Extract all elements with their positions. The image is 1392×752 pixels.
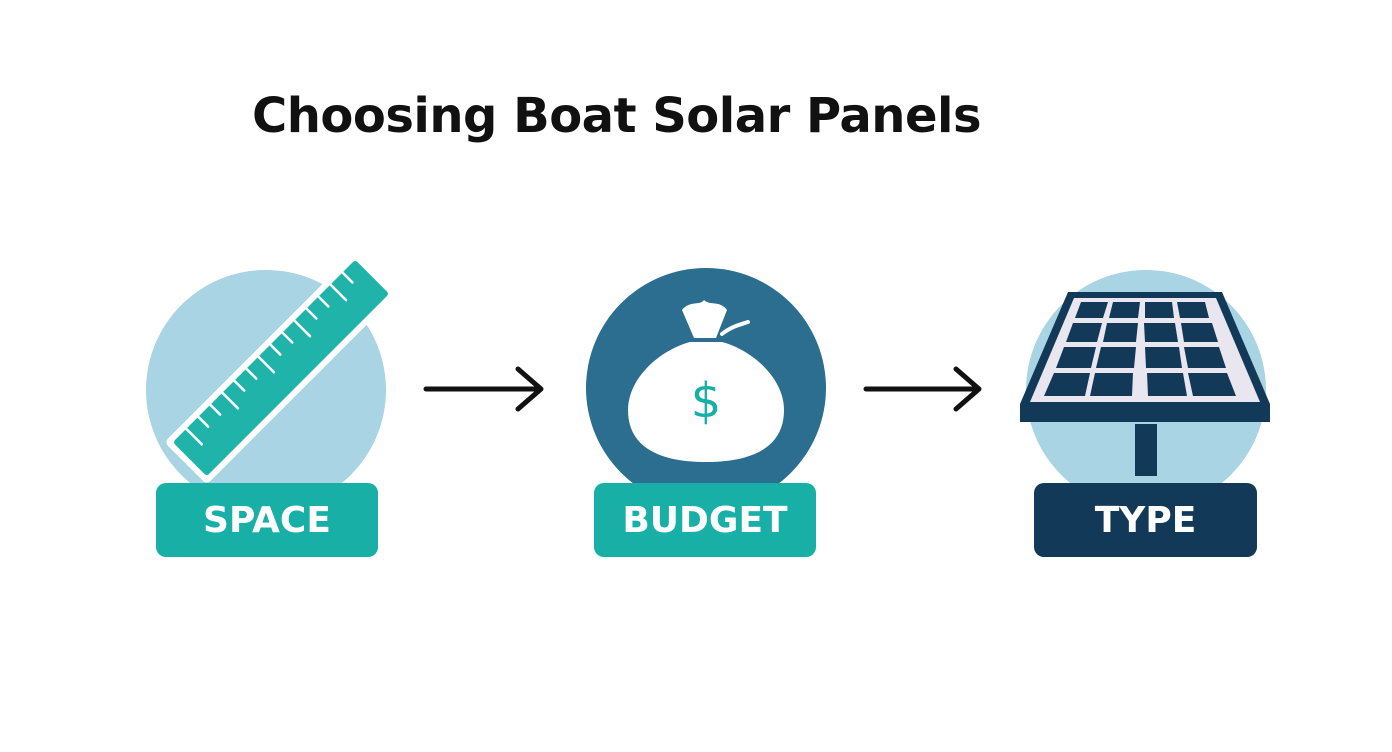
budget-label-text: BUDGET — [622, 499, 788, 541]
step-budget: $ — [586, 268, 826, 508]
arrow-right-icon — [863, 366, 982, 412]
space-label-text: SPACE — [203, 499, 331, 541]
dollar-sign: $ — [691, 373, 722, 429]
budget-label: BUDGET — [594, 483, 816, 557]
solar-panel-icon — [1020, 292, 1270, 476]
arrow-right-icon — [423, 366, 544, 412]
page-title: Choosing Boat Solar Panels — [252, 88, 982, 144]
money-bag-icon — [628, 300, 784, 462]
space-label: SPACE — [156, 483, 378, 557]
ruler-icon — [166, 253, 396, 483]
step-space — [146, 253, 396, 510]
type-label: TYPE — [1034, 483, 1257, 557]
step-type — [1020, 270, 1270, 510]
type-label-text: TYPE — [1094, 499, 1197, 541]
